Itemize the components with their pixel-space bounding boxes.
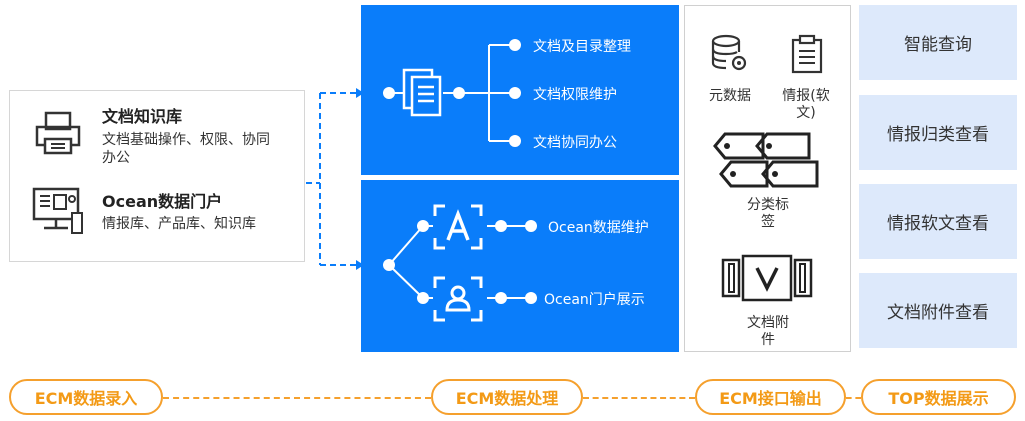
doc-item-permission: 文档权限维护 — [533, 87, 617, 103]
ocean-processing-panel: Ocean数据维护 Ocean门户展示 — [361, 180, 679, 352]
metadata-label: 元数据 — [709, 88, 751, 104]
stage-connector-2 — [583, 397, 695, 399]
letter-a-frame-icon — [433, 204, 483, 250]
tags-icon — [713, 132, 819, 188]
intel-category-view-box: 情报归类查看 — [859, 95, 1017, 170]
doc-attachment-label-line1: 文档附 — [747, 315, 789, 331]
data-source-box: 文档知识库 文档基础操作、权限、协同办公 Ocean数据门户 情报库、产品库、知… — [9, 90, 305, 262]
input-connector-lines — [306, 88, 364, 270]
ocean-branch-lines — [383, 220, 537, 304]
stage-interface-output: ECM接口输出 — [695, 379, 846, 415]
intel-soft-view-box: 情报软文查看 — [859, 184, 1017, 259]
interface-output-box: 元数据 情报(软 文) 分类标 签 文档附 件 — [684, 5, 851, 352]
knowledge-base-desc: 文档基础操作、权限、协同办公 — [102, 132, 270, 166]
stage-data-input: ECM数据录入 — [9, 379, 163, 415]
knowledge-base-title: 文档知识库 — [102, 107, 183, 126]
ocean-portal-title: Ocean数据门户 — [102, 192, 223, 211]
document-branch-lines — [383, 39, 521, 147]
intel-soft-label-line2: 文) — [796, 105, 816, 121]
stage-data-processing: ECM数据处理 — [431, 379, 583, 415]
category-tag-label-line2: 签 — [761, 214, 775, 230]
doc-attachment-label-line2: 件 — [761, 332, 775, 348]
database-icon — [711, 34, 747, 71]
user-frame-icon — [433, 276, 483, 322]
intel-soft-label-line1: 情报(软 — [782, 88, 830, 104]
ocean-item-maintain: Ocean数据维护 — [548, 220, 649, 236]
doc-attachment-view-box: 文档附件查看 — [859, 273, 1017, 348]
ocean-item-portal: Ocean门户展示 — [544, 292, 645, 308]
attachment-icon — [721, 254, 813, 302]
category-tag-label-line1: 分类标 — [747, 197, 789, 213]
doc-item-organize: 文档及目录整理 — [533, 39, 631, 55]
stage-data-display: TOP数据展示 — [861, 379, 1016, 415]
doc-item-collab: 文档协同办公 — [533, 135, 617, 151]
documents-icon — [402, 68, 442, 117]
stage-connector-3 — [846, 397, 861, 399]
smart-query-box: 智能查询 — [859, 5, 1017, 80]
stage-connector-1 — [163, 397, 431, 399]
printer-icon — [35, 111, 81, 155]
ocean-portal-desc: 情报库、产品库、知识库 — [102, 216, 256, 232]
document-processing-panel: 文档及目录整理 文档权限维护 文档协同办公 — [361, 5, 679, 175]
clipboard-icon — [791, 34, 823, 74]
computer-icon — [32, 187, 83, 234]
